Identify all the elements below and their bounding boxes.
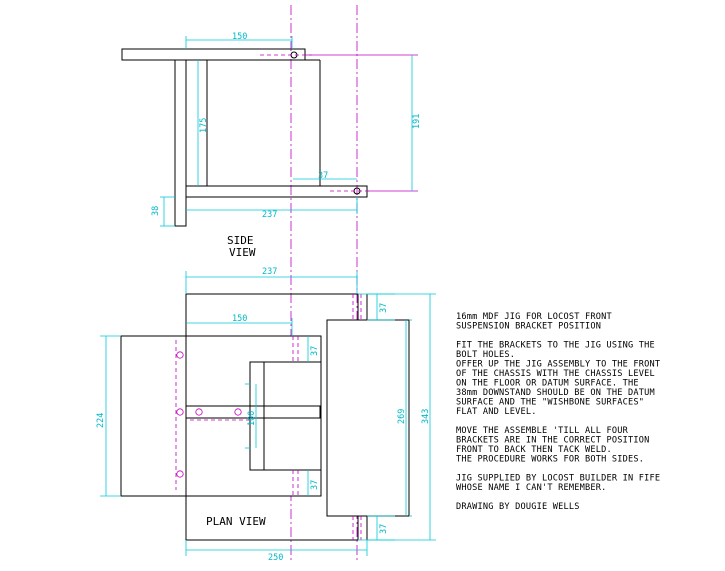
dim-plan-237: 237 <box>262 267 277 277</box>
plan-bolt-hole-1 <box>176 351 184 359</box>
side-view-label-2: VIEW <box>229 246 256 259</box>
dim-plan-37-lower: 37 <box>310 480 320 490</box>
plan-right-plate <box>326 319 410 517</box>
note-line: WHOSE NAME I CAN'T REMEMBER. <box>456 483 606 493</box>
side-left-upright <box>174 59 187 227</box>
note-line: FLAT AND LEVEL. <box>456 407 537 417</box>
note-line: ON THE FLOOR OR DATUM SURFACE. THE <box>456 379 639 389</box>
plan-middle-bar <box>185 405 321 419</box>
note-line: DRAWING BY DOUGIE WELLS <box>456 502 580 512</box>
plan-bolt-hole-5 <box>176 470 184 478</box>
note-line: THE PROCEDURE WORKS FOR BOTH SIDES. <box>456 455 644 465</box>
dim-plan-37-upper: 37 <box>310 346 320 356</box>
dim-side-237: 237 <box>262 210 277 220</box>
dim-plan-250: 250 <box>268 553 283 563</box>
dim-plan-37-right: 37 <box>379 303 389 313</box>
plan-view-label: PLAN VIEW <box>206 515 266 528</box>
note-line: BRACKETS ARE IN THE CORRECT POSITION <box>456 436 649 446</box>
dim-side-38: 38 <box>151 206 161 216</box>
side-lower-bar <box>185 185 368 198</box>
dim-plan-269: 269 <box>397 409 407 424</box>
dim-plan-150: 150 <box>232 314 247 324</box>
note-line: BOLT HOLES. <box>456 350 515 360</box>
dim-plan-100: 100 <box>247 411 257 426</box>
note-line: SURFACE AND THE "WISHBONE SURFACES" <box>456 398 644 408</box>
dim-plan-224: 224 <box>96 413 106 428</box>
dim-plan-37-bottom: 37 <box>379 524 389 534</box>
note-line: 38mm DOWNSTAND SHOULD BE ON THE DATUM <box>456 388 655 398</box>
note-line: FRONT TO BACK THEN TACK WELD. <box>456 445 612 455</box>
plan-left-plate <box>120 335 322 497</box>
note-line: SUSPENSION BRACKET POSITION <box>456 322 601 332</box>
dim-side-191: 191 <box>412 114 422 129</box>
side-top-board <box>121 48 306 61</box>
side-view-label-1: SIDE <box>227 234 254 247</box>
dim-side-175: 175 <box>199 118 209 133</box>
dim-side-37: 37 <box>318 171 328 181</box>
plan-view: 237 150 37 37 224 100 269 343 <box>96 267 436 563</box>
side-view: 150 175 191 37 38 237 SIDE VIEW <box>121 32 422 259</box>
plan-bolt-hole-3 <box>195 408 203 416</box>
plan-bolt-hole-4 <box>234 408 242 416</box>
note-line: 16mm MDF JIG FOR LOCOST FRONT <box>456 312 612 322</box>
notes-block: 16mm MDF JIG FOR LOCOST FRONTSUSPENSION … <box>456 312 660 512</box>
note-line: JIG SUPPLIED BY LOCOST BUILDER IN FIFE <box>456 474 660 484</box>
note-line: OFFER UP THE JIG ASSEMBLY TO THE FRONT <box>456 360 660 370</box>
note-line: FIT THE BRACKETS TO THE JIG USING THE <box>456 341 655 351</box>
dim-plan-343: 343 <box>421 409 431 424</box>
note-line: MOVE THE ASSEMBLE 'TILL ALL FOUR <box>456 426 629 436</box>
plan-bolt-hole-2 <box>176 408 184 416</box>
dim-side-150: 150 <box>232 32 247 42</box>
note-line: OF THE CHASSIS WITH THE CHASSIS LEVEL <box>456 369 655 379</box>
